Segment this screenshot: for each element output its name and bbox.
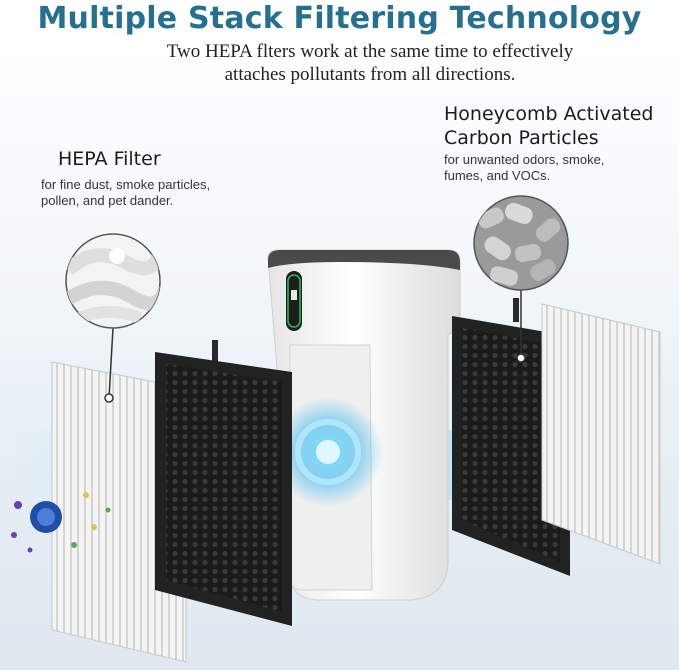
hepa-filter-description: for fine dust, smoke particles, pollen, …	[41, 177, 211, 208]
hepa-filter-right	[541, 303, 661, 565]
hepa-filter-left	[51, 361, 187, 663]
carbon-filter-right	[452, 298, 570, 576]
subtitle: Two HEPA flters work at the same time to…	[90, 40, 650, 86]
pollutant-particles-icon	[11, 492, 111, 553]
air-purifier-unit	[267, 249, 461, 601]
subtitle-line-1: Two HEPA flters work at the same time to…	[166, 41, 574, 62]
carbon-particle-callout	[473, 195, 569, 363]
subtitle-line-2: attaches pollutants from all directions.	[224, 64, 516, 85]
carbon-particles-title: Honeycomb Activated Carbon Particles	[444, 103, 654, 149]
carbon-filter-left	[155, 340, 292, 626]
air-quality-display-icon	[286, 271, 302, 331]
carbon-particles-description: for unwanted odors, smoke, fumes, and VO…	[444, 152, 605, 183]
fan-icon	[273, 397, 383, 507]
hepa-filter-title: HEPA Filter	[58, 148, 161, 170]
hepa-fiber-callout	[65, 233, 161, 403]
headline: Multiple Stack Filtering Technology	[37, 1, 642, 36]
